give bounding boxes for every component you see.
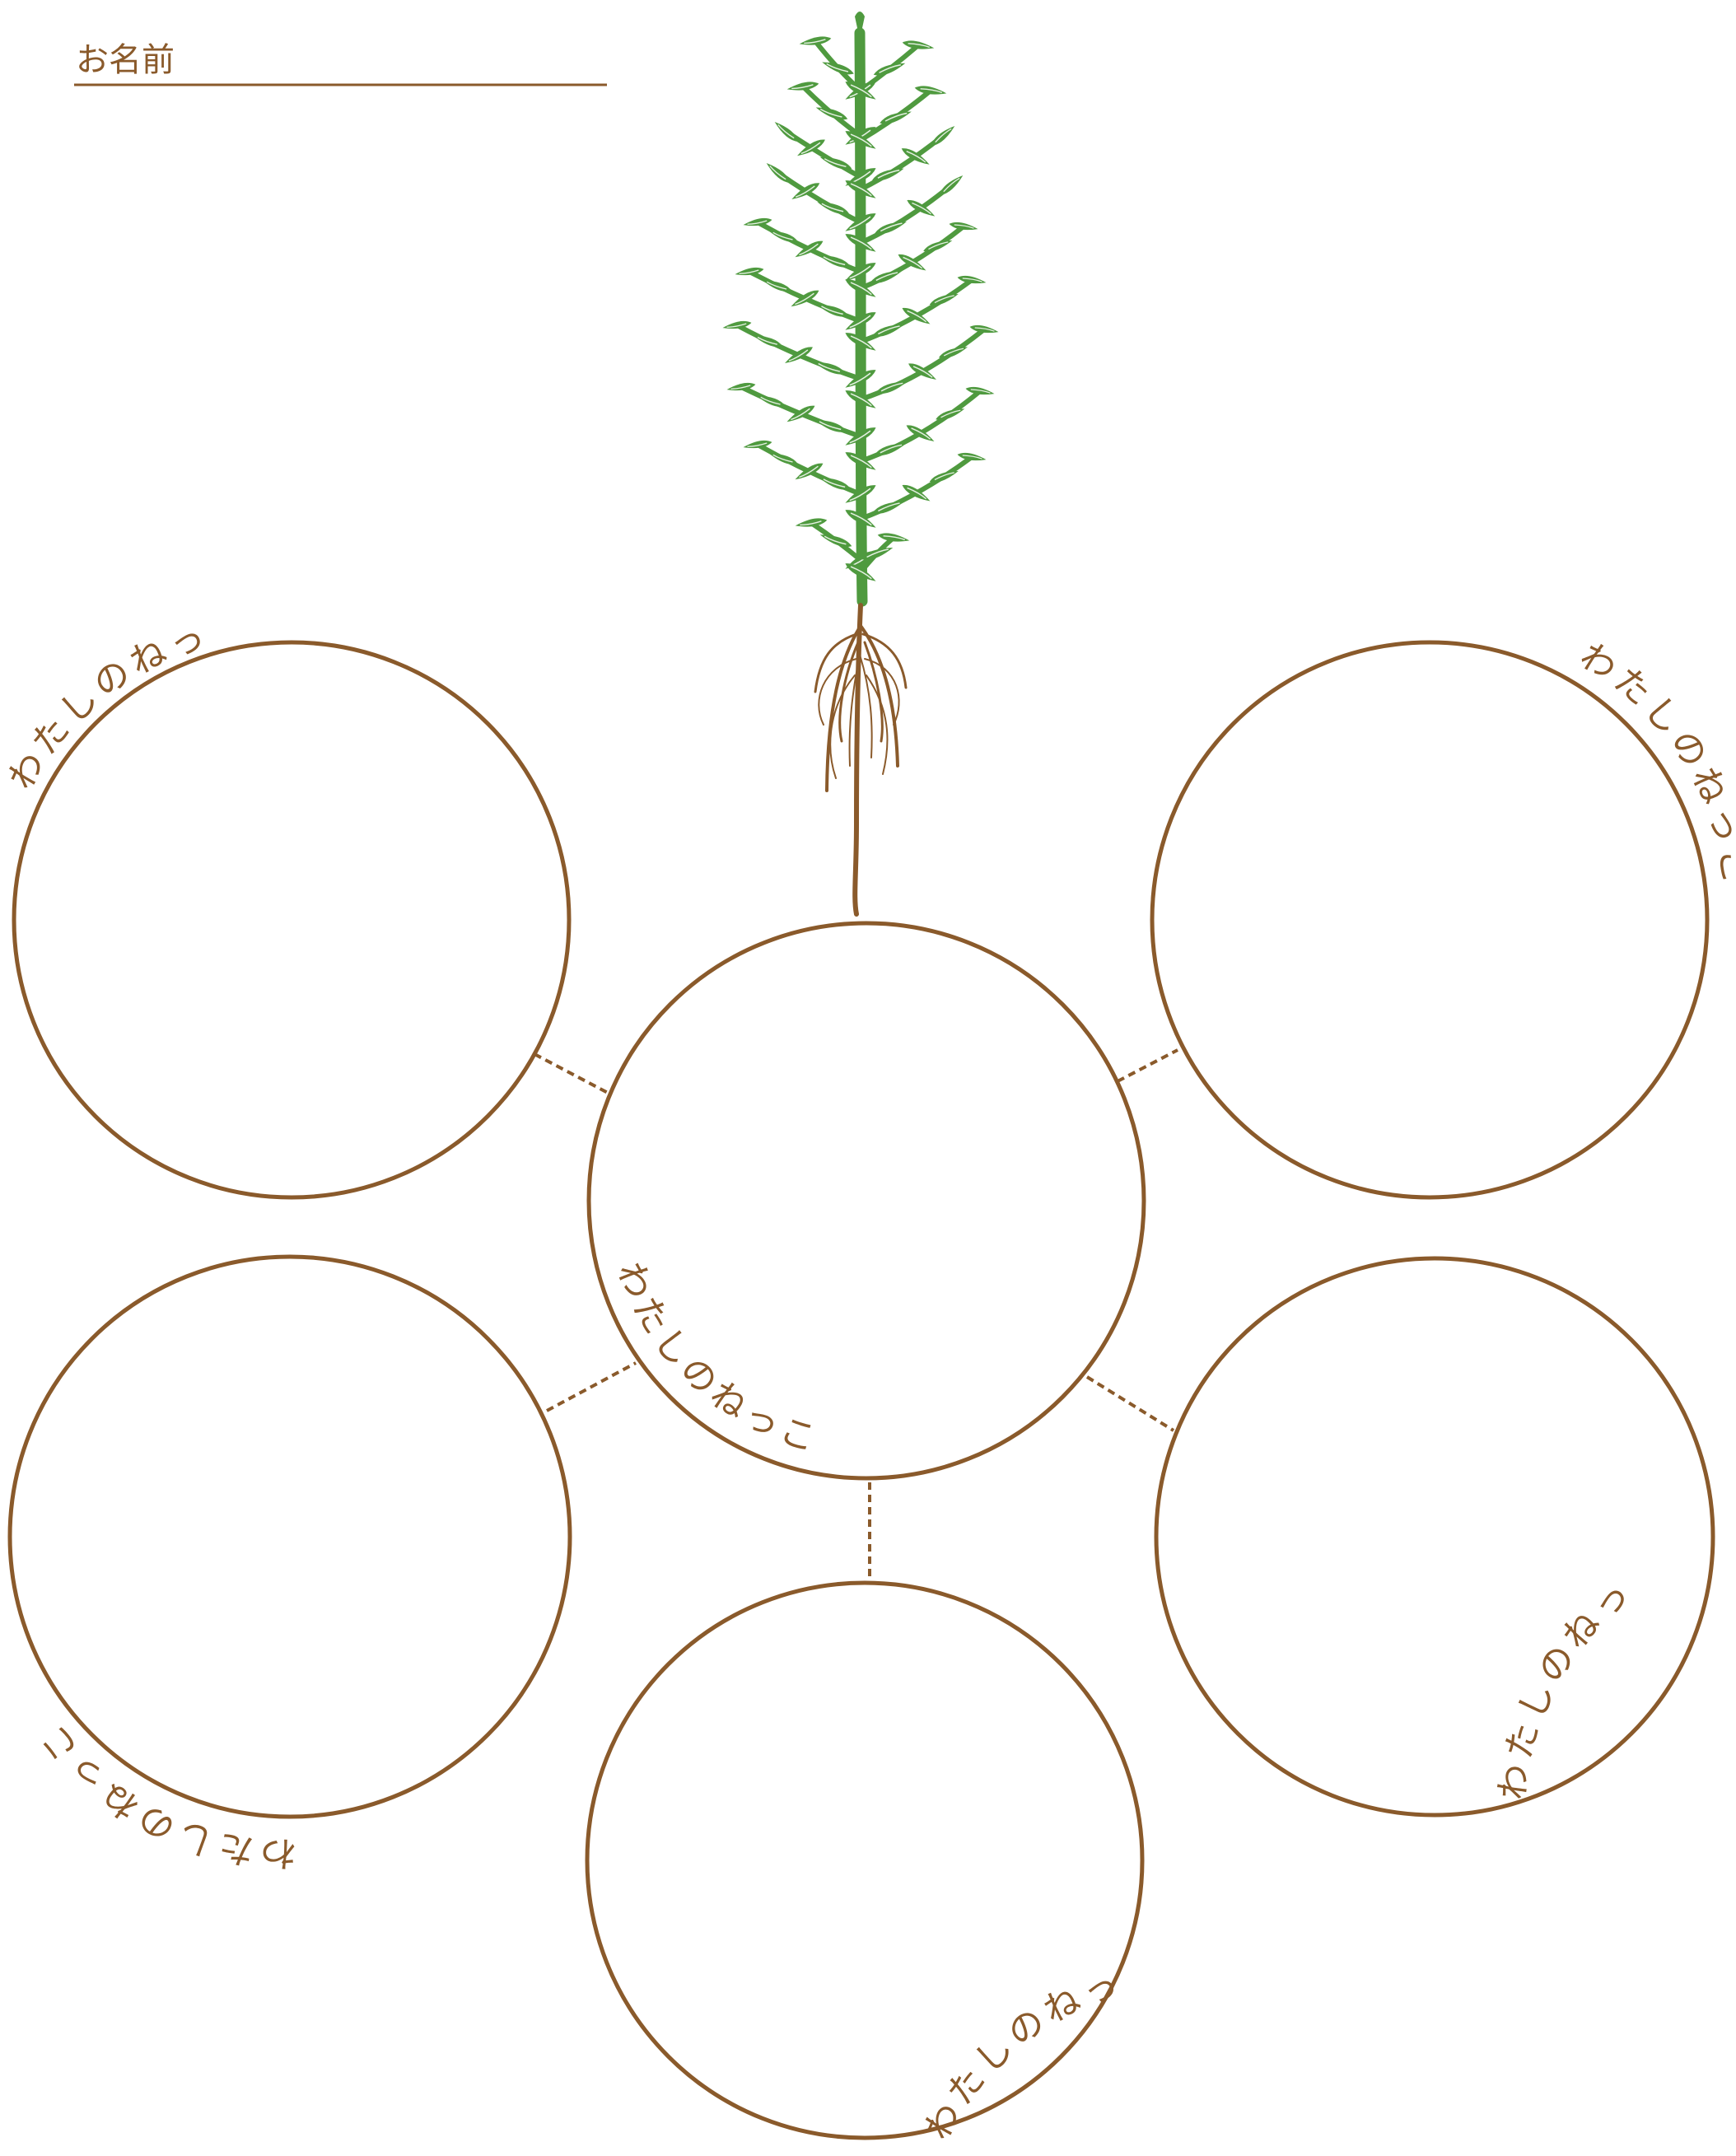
plant-branch	[861, 329, 984, 399]
plant-branch	[786, 132, 861, 177]
plant-leaf	[772, 119, 800, 145]
connector-top-left	[534, 1054, 609, 1094]
root-circle-center[interactable]	[589, 923, 1144, 1478]
plant-leaf	[929, 124, 957, 149]
root-circle-top-right[interactable]	[1152, 642, 1707, 1197]
circle-label-top-left: わたしのねっこ	[0, 0, 215, 796]
circles	[10, 642, 1713, 2138]
plant-branch	[778, 173, 861, 222]
circle-label-center: わたしのねっこ	[609, 1257, 825, 1462]
plant-illustration	[722, 12, 999, 914]
connector-bottom-right	[1087, 1377, 1174, 1430]
connector-top-right	[1118, 1050, 1178, 1081]
plant-leaf	[937, 173, 965, 198]
plant-leaf	[969, 324, 999, 335]
plant-branch	[861, 136, 943, 189]
plant-leaf	[764, 161, 792, 186]
connector-bottom-left	[547, 1363, 636, 1411]
root-circle-bottom[interactable]	[587, 1583, 1142, 2138]
plant-leaf	[949, 221, 978, 232]
circle-label-top-right: わたしのねっこ	[1573, 635, 1736, 891]
name-label: お名前	[76, 41, 175, 79]
plant-leaf	[957, 274, 987, 286]
root-circle-bottom-right[interactable]	[1156, 1258, 1713, 1815]
root-circle-top-left[interactable]	[14, 642, 569, 1197]
root-circle-bottom-left[interactable]	[10, 1257, 570, 1817]
circle-label-bottom-right: わたしのねっこ	[0, 0, 1642, 1802]
plant-leaf	[957, 451, 987, 463]
plant-roots	[815, 605, 906, 914]
circle-label-bottom-left: わたしのねっこ	[30, 1713, 297, 1874]
plant-leaf	[965, 385, 995, 397]
name-field[interactable]: お名前	[74, 41, 607, 85]
